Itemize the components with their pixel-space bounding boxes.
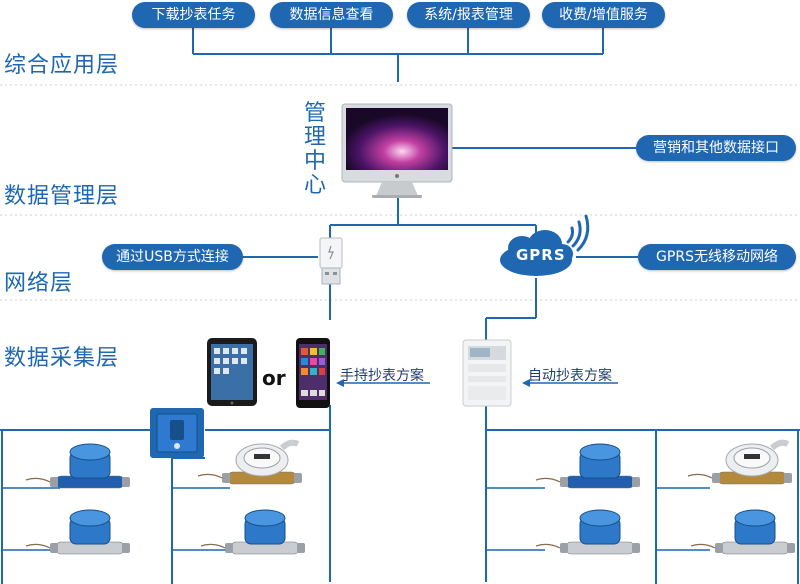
water-meter-icon (25, 509, 130, 555)
layer-network-label: 网络层 (4, 271, 74, 296)
usb-plug-icon (319, 237, 343, 285)
wifi-signal-icon (566, 214, 590, 252)
water-meter-icon (535, 509, 640, 555)
water-meter-icon (25, 443, 130, 489)
meter-reader-icon (462, 339, 512, 407)
water-meter-icon (687, 439, 792, 485)
layer-application-label: 综合应用层 (4, 53, 120, 78)
management-center-char: 管 (303, 101, 326, 126)
auto-arrow (522, 379, 618, 387)
charge-service-button[interactable]: 收费/增值服务 (542, 2, 665, 28)
auto-scheme-label: 自动抄表方案 (528, 368, 612, 384)
collector-box-icon (150, 408, 204, 458)
data-interface-button[interactable]: 营销和其他数据接口 (636, 135, 796, 161)
imac-monitor-icon (341, 103, 453, 198)
or-label: or (262, 366, 286, 390)
management-center-char: 理 (303, 125, 326, 150)
download-task-button[interactable]: 下载抄表任务 (132, 2, 255, 28)
water-meter-icon (200, 509, 305, 555)
top-bus-lines (192, 28, 604, 82)
tablet-icon (207, 338, 257, 406)
water-meter-icon (690, 509, 795, 555)
layer-management-label: 数据管理层 (4, 184, 120, 209)
usb-connection-button[interactable]: 通过USB方式连接 (102, 244, 243, 270)
meter-feed-lines (2, 487, 710, 551)
meter-bus-lines (0, 405, 800, 584)
data-view-button[interactable]: 数据信息查看 (270, 2, 393, 28)
handheld-arrow (336, 379, 430, 387)
smartphone-icon (296, 338, 330, 408)
management-center-char: 心 (303, 173, 326, 198)
gprs-network-button[interactable]: GPRS无线移动网络 (638, 244, 796, 270)
management-center-label: 管 理 中 心 (302, 102, 328, 198)
gprs-cloud-icon (500, 230, 573, 276)
management-center-char: 中 (303, 149, 326, 174)
water-meter-icon (197, 439, 302, 485)
gprs-cloud-label: GPRS (516, 246, 566, 264)
layer-collection-label: 数据采集层 (4, 346, 120, 371)
handheld-scheme-label: 手持抄表方案 (340, 368, 424, 384)
system-report-button[interactable]: 系统/报表管理 (407, 2, 530, 28)
water-meter-icon (535, 443, 640, 489)
